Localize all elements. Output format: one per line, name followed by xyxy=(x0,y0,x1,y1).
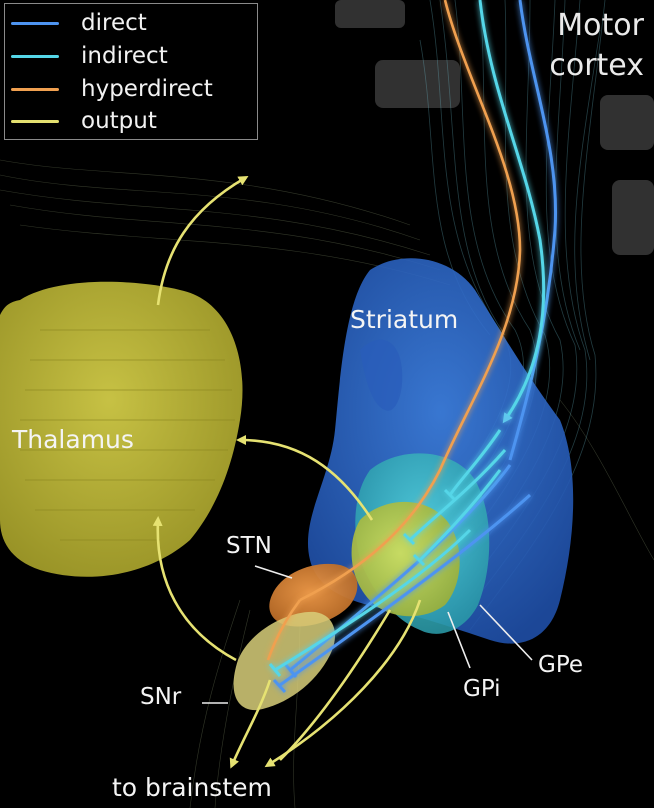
motor-cortex-label: Motor cortex xyxy=(549,6,644,86)
gpi-shape xyxy=(351,501,460,617)
legend-item-direct: direct xyxy=(11,8,147,38)
legend-label-output: output xyxy=(81,108,157,134)
motor-cortex-label-line1: Motor xyxy=(557,8,644,43)
legend-swatch-hyperdirect xyxy=(11,87,59,91)
pathway-legend: direct indirect hyperdirect output xyxy=(4,3,258,140)
legend-item-hyperdirect: hyperdirect xyxy=(11,74,213,104)
indirect-pathway xyxy=(268,0,546,677)
legend-item-indirect: indirect xyxy=(11,41,168,71)
cortex-blocks xyxy=(335,0,654,255)
thalamus-texture xyxy=(20,329,235,541)
legend-label-direct: direct xyxy=(81,10,147,36)
striatum-label: Striatum xyxy=(350,305,459,334)
snr-shape xyxy=(233,611,335,711)
brainstem-label: to brainstem xyxy=(112,773,272,802)
gpe-label: GPe xyxy=(538,652,584,678)
snr-label: SNr xyxy=(140,684,182,710)
stn-label: STN xyxy=(226,533,272,559)
thalamus-label: Thalamus xyxy=(12,425,134,454)
striatum-inner-fold xyxy=(360,339,403,411)
hyperdirect-pathway xyxy=(266,0,522,661)
legend-swatch-output xyxy=(11,119,59,123)
legend-item-output: output xyxy=(11,106,157,136)
label-pointers xyxy=(202,565,533,704)
gpi-label: GPi xyxy=(463,676,501,702)
legend-label-indirect: indirect xyxy=(81,43,168,69)
thalamus-shape xyxy=(0,281,243,577)
motor-cortex-label-line2: cortex xyxy=(549,48,644,83)
legend-swatch-indirect xyxy=(11,54,59,58)
legend-label-hyperdirect: hyperdirect xyxy=(81,76,213,102)
output-arrows xyxy=(152,175,422,769)
legend-swatch-direct xyxy=(11,21,59,25)
